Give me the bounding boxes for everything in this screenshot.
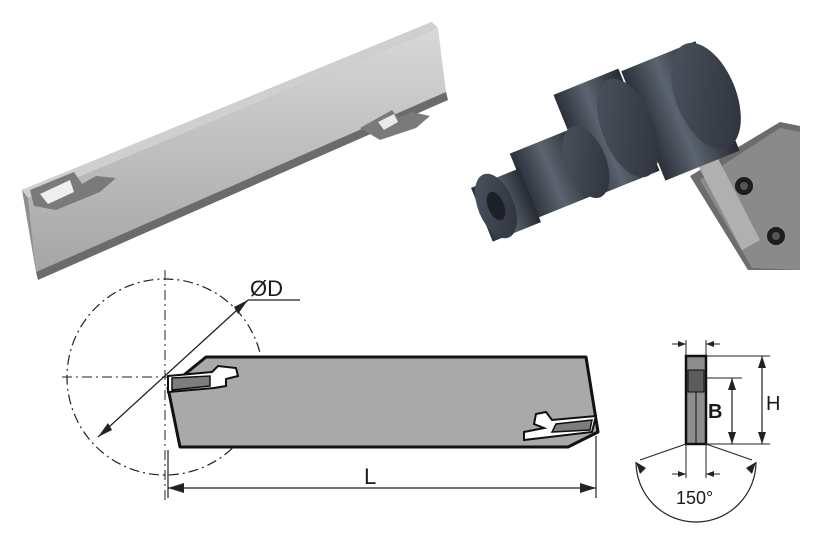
angle-label: 150° — [676, 488, 713, 508]
blade-end-view: B H 150° — [635, 340, 780, 523]
parting-operation-illustration — [471, 41, 800, 270]
blade-body — [166, 355, 600, 449]
blade-3d-illustration — [22, 22, 448, 280]
height-label: H — [766, 393, 780, 415]
width-label: B — [708, 401, 722, 423]
diameter-label: ØD — [250, 276, 283, 301]
blade-2d-drawing: ØD L — [62, 270, 600, 500]
length-label: L — [364, 464, 376, 489]
